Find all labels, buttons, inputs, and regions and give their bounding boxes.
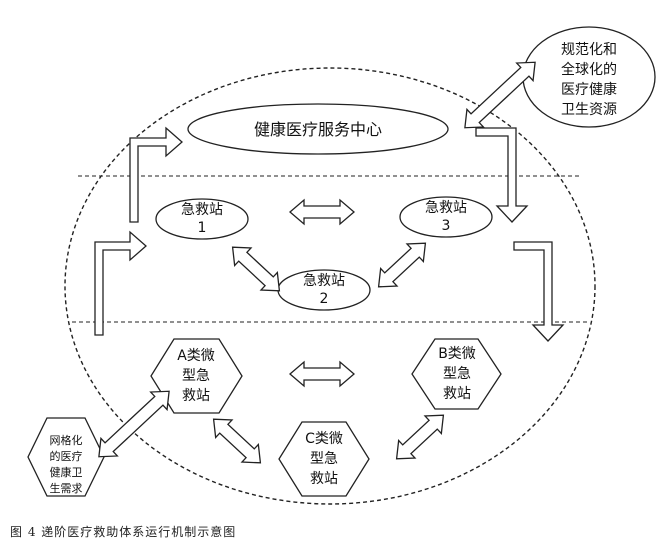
grid-demand-hexagon xyxy=(27,417,105,497)
micro-station-a-line-1: A类微 xyxy=(177,348,215,364)
grid-demand-line-1: 网格化 xyxy=(50,433,83,447)
double-arrow-center-to-global xyxy=(464,61,536,129)
micro-station-c-hexagon xyxy=(278,421,370,497)
micro-station-b-line-1: B类微 xyxy=(438,346,476,362)
micro-station-a-line-3: 救站 xyxy=(182,388,210,404)
station-3-ellipse xyxy=(399,196,493,238)
global-resource-line-4: 卫生资源 xyxy=(561,102,617,118)
station-2-number: 2 xyxy=(320,291,329,307)
grid-demand-line-4: 生需求 xyxy=(50,481,83,495)
micro-station-c-line-1: C类微 xyxy=(305,431,343,447)
figure-caption: 图 4 递阶医疗救助体系运行机制示意图 xyxy=(10,525,237,539)
grid-demand-line-2: 的医疗 xyxy=(50,449,83,463)
bent-arrow-right-upper xyxy=(475,127,529,223)
micro-station-b-line-3: 救站 xyxy=(443,386,471,402)
double-arrow-grid-to-micro-a xyxy=(98,390,170,458)
bent-arrow-left-lower xyxy=(94,230,147,336)
micro-station-b-hexagon xyxy=(411,338,502,410)
global-resource-line-2: 全球化的 xyxy=(561,61,617,78)
double-arrow-micro-c-b xyxy=(395,414,445,460)
double-arrow-station-1-2 xyxy=(231,246,281,292)
micro-station-b-line-2: 型急 xyxy=(443,366,471,382)
double-arrow-micro-a-b xyxy=(289,360,355,388)
station-1-number: 1 xyxy=(198,220,207,236)
double-arrow-station-2-3 xyxy=(377,242,427,288)
station-2-name: 急救站 xyxy=(303,273,345,289)
station-1-ellipse xyxy=(155,198,249,240)
micro-station-a-line-2: 型急 xyxy=(182,368,210,384)
double-arrow-micro-a-c xyxy=(212,418,262,464)
micro-station-a-hexagon xyxy=(150,338,243,414)
station-3-number: 3 xyxy=(442,218,451,234)
global-resource-line-3: 医疗健康 xyxy=(561,81,617,98)
micro-station-c-line-2: 型急 xyxy=(310,451,338,467)
grid-demand-line-3: 健康卫 xyxy=(50,465,83,479)
system-boundary-ellipse xyxy=(64,67,596,505)
service-center-ellipse xyxy=(187,103,449,155)
global-resource-line-1: 规范化和 xyxy=(561,41,617,58)
micro-station-c-line-3: 救站 xyxy=(310,471,338,487)
double-arrow-station-1-3 xyxy=(289,198,355,226)
station-3-name: 急救站 xyxy=(425,200,467,216)
bent-arrow-right-lower xyxy=(513,241,565,342)
station-1-name: 急救站 xyxy=(181,202,223,218)
bent-arrow-left-upper xyxy=(129,126,183,223)
service-center-label: 健康医疗服务中心 xyxy=(254,120,382,139)
